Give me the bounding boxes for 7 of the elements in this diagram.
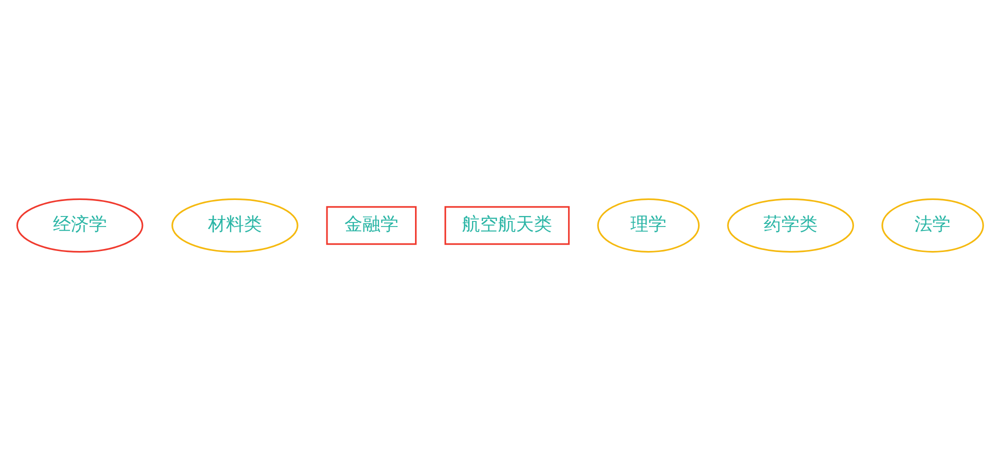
node-ellipse: 理学 [597,198,700,253]
node-ellipse: 经济学 [16,198,144,253]
node-ellipse: 药学类 [727,198,854,253]
node-box: 航空航天类 [444,206,570,245]
node-ellipse: 材料类 [171,198,298,253]
node-ellipse: 法学 [881,198,984,253]
node-box: 金融学 [326,206,417,245]
